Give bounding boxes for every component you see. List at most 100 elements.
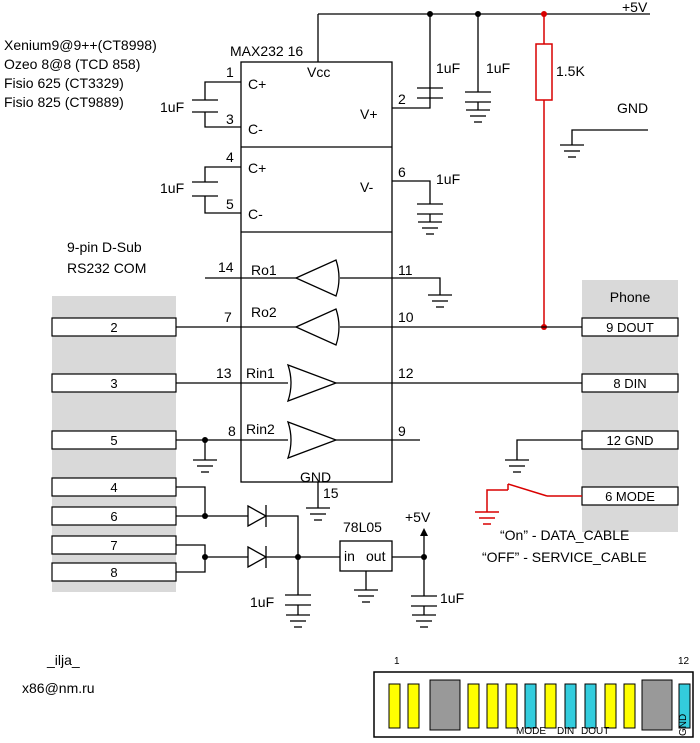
pin-number: 10 bbox=[398, 309, 414, 325]
connector-pin-12: 12 bbox=[678, 656, 690, 667]
connector-key bbox=[429, 679, 461, 731]
connector-pin bbox=[486, 683, 499, 729]
pin-number: 2 bbox=[398, 91, 406, 107]
dsub-pin-label: 8 bbox=[110, 565, 117, 580]
diode bbox=[247, 545, 268, 569]
chip-gnd-label: GND bbox=[300, 469, 331, 485]
connector-pin-gnd bbox=[678, 683, 691, 729]
c2-wires bbox=[204, 166, 241, 214]
pin-number: 12 bbox=[398, 365, 414, 381]
pin-number: 6 bbox=[398, 164, 406, 180]
regulator-in: in bbox=[344, 548, 355, 564]
cap-label: 1uF bbox=[160, 99, 184, 115]
regulator-78l05 bbox=[339, 540, 393, 572]
ground-symbol bbox=[466, 109, 490, 123]
connector-label-dout: DOUT bbox=[581, 726, 609, 737]
connector-pin bbox=[407, 683, 420, 729]
mode-note-off: “OFF” - SERVICE_CABLE bbox=[482, 549, 647, 565]
regulator-name: 78L05 bbox=[343, 519, 382, 535]
connector-key bbox=[641, 679, 673, 731]
plus5v-reg-label: +5V bbox=[405, 509, 431, 525]
dsub-pin-label: 3 bbox=[110, 376, 117, 391]
gnd-wire bbox=[571, 129, 648, 145]
pin-number: 5 bbox=[226, 196, 234, 212]
dsub-pin-label: 6 bbox=[110, 509, 117, 524]
pin-number: 15 bbox=[323, 485, 339, 501]
connector-label-gnd: GND bbox=[678, 714, 689, 736]
connector-label-mode: MODE bbox=[516, 726, 546, 737]
model-text-3: Fisio 825 (CT9889) bbox=[4, 94, 124, 110]
pin-number: 11 bbox=[398, 262, 413, 278]
cap-label: 1uF bbox=[160, 180, 184, 196]
connector-pin bbox=[467, 683, 480, 729]
plus5v-label: +5V bbox=[622, 0, 648, 15]
pin-number: 8 bbox=[228, 423, 236, 439]
connector-pin bbox=[388, 683, 401, 729]
connector-pin-dout bbox=[584, 683, 597, 729]
ground-symbol bbox=[286, 614, 310, 628]
junction-dot bbox=[202, 513, 208, 519]
diode bbox=[247, 504, 268, 528]
cap-label: 1uF bbox=[486, 60, 510, 76]
connector-pin-1: 1 bbox=[394, 656, 400, 667]
mode-switch-wire bbox=[486, 484, 509, 512]
buffer-ro1 bbox=[294, 259, 340, 297]
connector-pin bbox=[623, 683, 636, 729]
mode-note-on: “On” - DATA_CABLE bbox=[500, 527, 629, 543]
connector-pin-mode bbox=[524, 683, 537, 729]
rin2-label: Rin2 bbox=[246, 421, 275, 437]
vminus-wire bbox=[392, 180, 431, 204]
model-text-0: Xenium9@9++(CT8998) bbox=[4, 37, 157, 53]
connector-label-din: DIN bbox=[557, 726, 574, 737]
phone-title: Phone bbox=[610, 289, 651, 305]
pin-number: 1 bbox=[226, 64, 234, 80]
ro2-label: Ro2 bbox=[251, 304, 277, 320]
ro1-label: Ro1 bbox=[251, 262, 277, 278]
ground-symbol bbox=[560, 144, 584, 158]
pin-number: 14 bbox=[218, 259, 234, 275]
ground-symbol bbox=[193, 459, 217, 473]
c1-wires bbox=[204, 81, 241, 128]
pin-number: 4 bbox=[226, 149, 234, 165]
ground-symbol bbox=[428, 294, 452, 308]
dsub-pin-label: 7 bbox=[110, 538, 117, 553]
dsub-subtitle: RS232 COM bbox=[67, 260, 146, 276]
mode-switch-lever[interactable] bbox=[507, 483, 548, 497]
ground-symbol bbox=[306, 507, 330, 521]
signal-wire bbox=[340, 277, 441, 295]
author-nick: _ilja_ bbox=[46, 652, 80, 668]
author-email: x86@nm.ru bbox=[22, 680, 95, 696]
phone-pin-label: 8 DIN bbox=[613, 376, 646, 391]
model-text-2: Fisio 625 (CT3329) bbox=[4, 75, 124, 91]
model-text-1: Ozeo 8@8 (TCD 858) bbox=[4, 56, 140, 72]
max232-chip bbox=[240, 61, 393, 483]
c1m-label: C- bbox=[248, 121, 263, 137]
buffer-rin1 bbox=[286, 363, 338, 403]
ground-symbol bbox=[418, 221, 442, 235]
gnd-wire bbox=[516, 439, 582, 460]
vplus-label: V+ bbox=[360, 106, 378, 122]
resistor-label: 1.5K bbox=[556, 63, 585, 79]
phone-pin-label: 9 DOUT bbox=[606, 320, 654, 335]
connector-pin-din bbox=[564, 683, 577, 729]
vplus-wire bbox=[392, 14, 431, 109]
phone-pin-label: 12 GND bbox=[607, 433, 654, 448]
pin-number: 9 bbox=[398, 423, 406, 439]
pin-number: 7 bbox=[224, 309, 232, 325]
c1p-label: C+ bbox=[248, 76, 266, 92]
buffer-ro2 bbox=[294, 308, 340, 346]
rin1-label: Rin1 bbox=[246, 365, 275, 381]
ground-symbol bbox=[505, 459, 529, 473]
c2p-label: C+ bbox=[248, 160, 266, 176]
dsub-pin-label: 4 bbox=[110, 480, 117, 495]
chip-title: MAX232 16 bbox=[230, 43, 303, 59]
vcc-label: Vcc bbox=[307, 64, 330, 80]
vminus-label: V- bbox=[360, 179, 374, 195]
ground-symbol bbox=[354, 589, 378, 603]
ground-symbol bbox=[475, 511, 499, 525]
buffer-rin2 bbox=[286, 420, 338, 460]
connector-pin bbox=[544, 683, 557, 729]
junction-dot bbox=[541, 11, 547, 17]
dsub-title: 9-pin D-Sub bbox=[67, 239, 142, 255]
